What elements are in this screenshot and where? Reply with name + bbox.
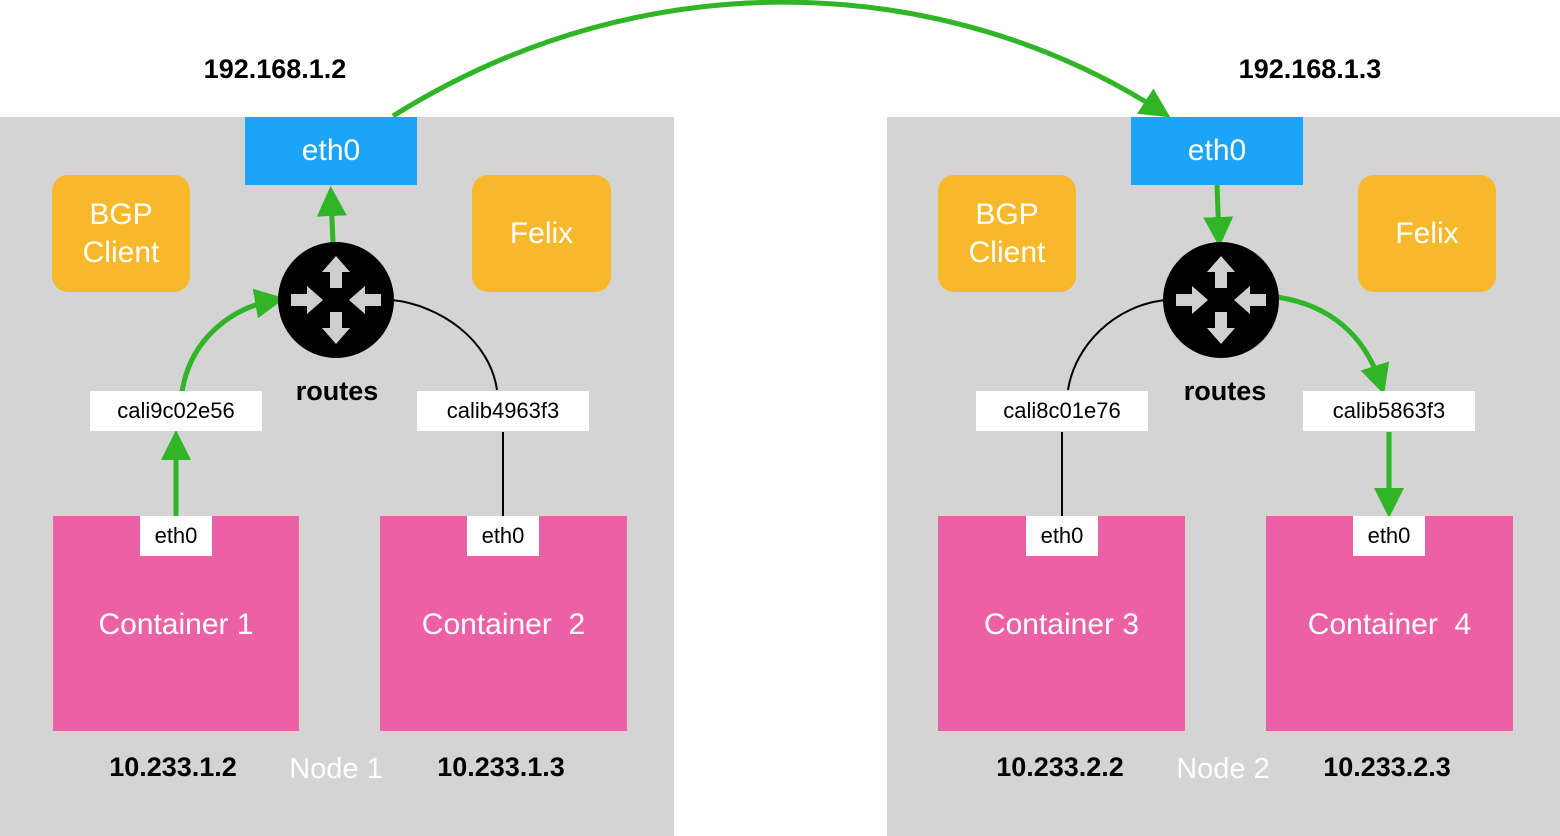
bgp-label-line1: BGP <box>89 197 153 231</box>
node-2-router-icon <box>1163 242 1279 358</box>
link-router2-cali8c01e76 <box>1067 299 1167 391</box>
node-2-veth-1: cali8c01e76 <box>976 391 1148 431</box>
node-1-felix: Felix <box>472 175 611 292</box>
container-2-ip: 10.233.1.3 <box>437 752 565 782</box>
container-1-ip: 10.233.1.2 <box>109 752 237 782</box>
container-label: Container 1 <box>98 608 254 641</box>
flow-router1-to-host-eth0 <box>316 186 347 244</box>
bgp-label-line1: BGP <box>975 197 1039 231</box>
container-3-ip: 10.233.2.2 <box>996 752 1124 782</box>
node-2-host-ip: 192.168.1.3 <box>1238 54 1382 84</box>
link-router1-calib4963f3 <box>391 299 498 391</box>
container-label: Container 2 <box>421 608 586 641</box>
container-label: Container 4 <box>1307 608 1472 641</box>
container-label: Container 3 <box>983 608 1140 641</box>
container-iface: eth0 <box>467 516 539 556</box>
node-2-veth-2: calib5863f3 <box>1303 391 1475 431</box>
node-1-veth-2: calib4963f3 <box>417 391 589 431</box>
container-iface: eth0 <box>1026 516 1098 556</box>
node-2-bgp-client: BGP Client <box>938 175 1076 292</box>
node-1-router-icon <box>278 242 394 358</box>
container-1: eth0 Container 1 <box>53 516 299 731</box>
node-1-routes-label: routes <box>295 376 379 406</box>
flow-host-eth0-to-router2 <box>1203 184 1234 247</box>
node-2-label: Node 2 <box>1176 753 1270 785</box>
node-2-felix: Felix <box>1358 175 1496 292</box>
node-2-routes-label: routes <box>1183 376 1267 406</box>
container-iface: eth0 <box>1353 516 1425 556</box>
container-4: eth0 Container 4 <box>1266 516 1513 731</box>
container-iface: eth0 <box>140 516 212 556</box>
node-1-host-ip: 192.168.1.2 <box>203 54 347 84</box>
flow-host-to-host <box>391 0 1171 119</box>
node-1-host-iface: eth0 <box>245 117 417 185</box>
container-3: eth0 Container 3 <box>938 516 1185 731</box>
flow-router2-to-veth <box>1276 294 1390 395</box>
node-1-bgp-client: BGP Client <box>52 175 190 292</box>
node-2-host-iface: eth0 <box>1131 117 1303 185</box>
bgp-label-line2: Client <box>968 235 1046 269</box>
container-4-ip: 10.233.2.3 <box>1323 752 1451 782</box>
node-1-veth-1: cali9c02e56 <box>90 391 262 431</box>
node-1-label: Node 1 <box>289 753 383 785</box>
flow-veth-to-router1 <box>179 288 285 393</box>
bgp-label-line2: Client <box>82 235 160 269</box>
container-2: eth0 Container 2 <box>380 516 627 731</box>
